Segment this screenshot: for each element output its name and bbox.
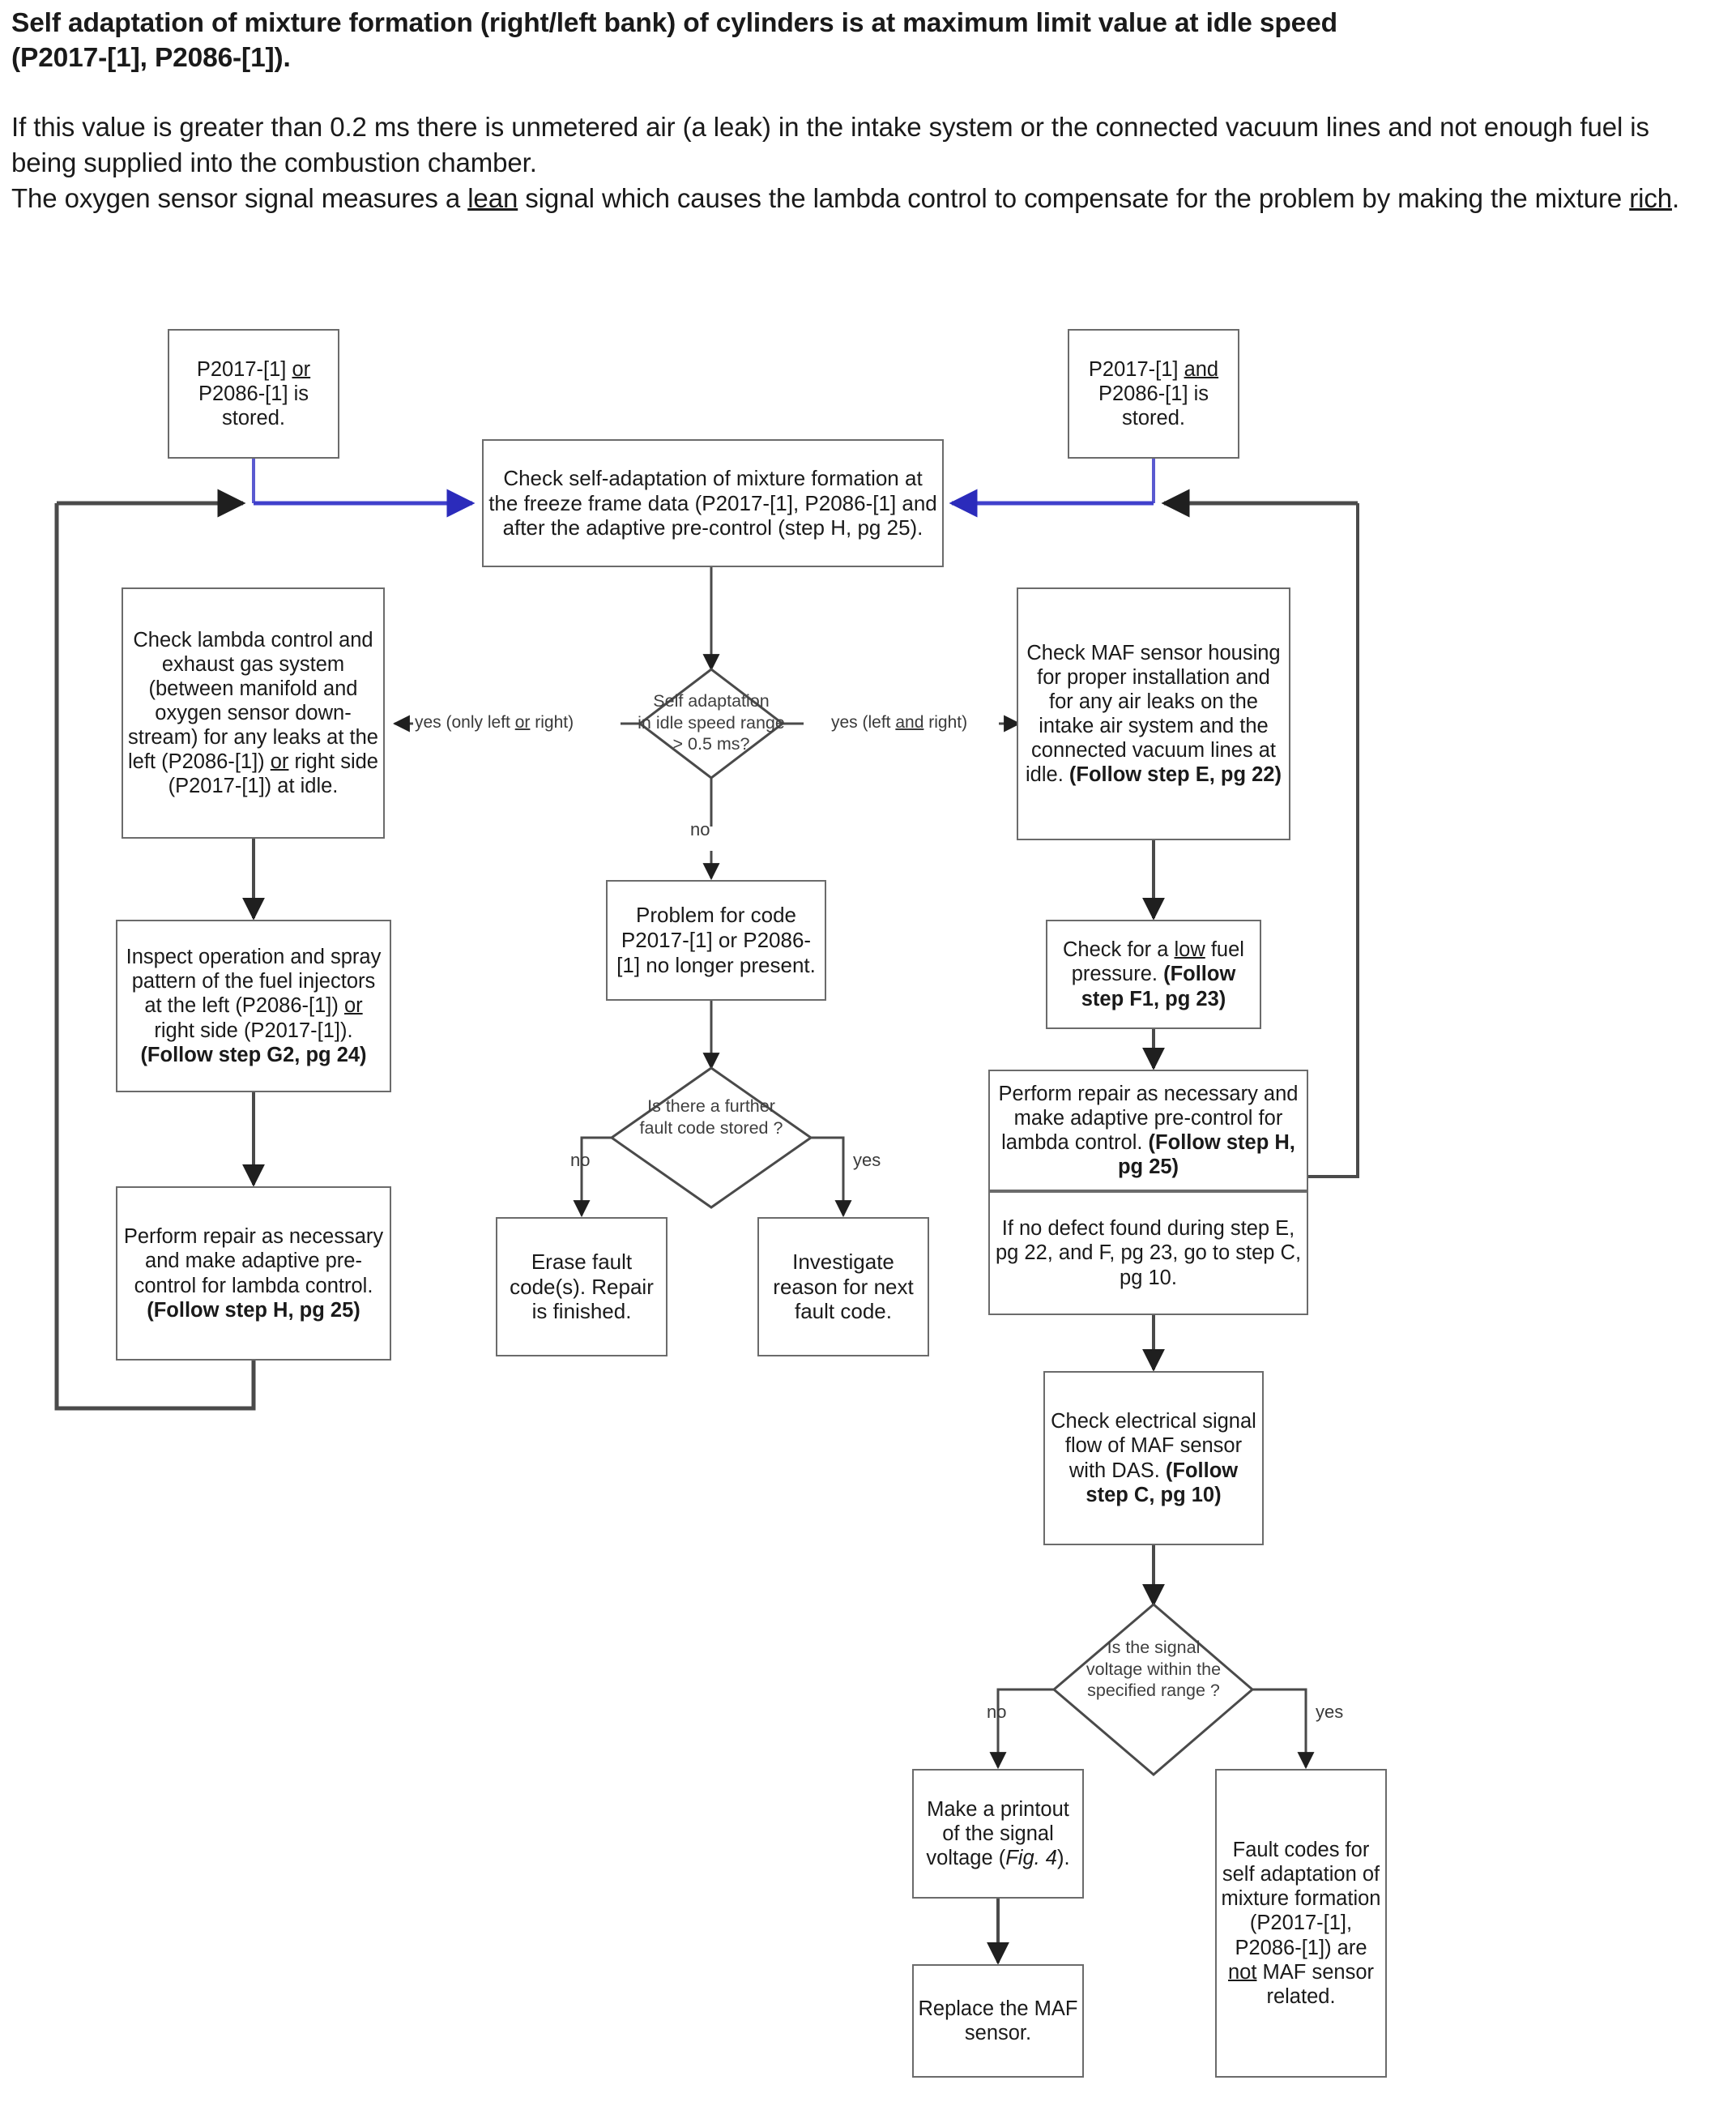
node-perform-repair-left[interactable]: Perform repair as necessary and make ada… — [116, 1186, 391, 1361]
start-right-line3: stored. — [1122, 407, 1185, 430]
node-inspect-injectors[interactable]: Inspect operation and spray pattern of t… — [116, 920, 391, 1092]
node-problem-no-longer-present[interactable]: Problem for code P2017-[1] or P2086-[1] … — [606, 880, 826, 1001]
start-left-line3: stored. — [222, 407, 285, 430]
node-check-fuel-pressure[interactable]: Check for a low fuel pressure. (Follow s… — [1046, 920, 1261, 1029]
node-perform-repair-right[interactable]: Perform repair as necessary and make ada… — [988, 1070, 1308, 1191]
printout-b: ). — [1057, 1847, 1070, 1870]
node-check-electrical-signal[interactable]: Check electrical signal flow of MAF sens… — [1043, 1371, 1264, 1545]
erase-codes-text: Erase fault code(s). Repair is finished. — [510, 1249, 654, 1324]
page-title-line1: Self adaptation of mixture formation (ri… — [11, 8, 1337, 38]
intro-p2-part-b: signal which causes the lambda control t… — [518, 182, 1630, 213]
fuel-pressure-b: fuel pressure. — [1071, 938, 1244, 986]
edge-yes-left-a: yes (only left — [415, 713, 515, 732]
edge-yes-right-a: yes (left — [831, 713, 896, 732]
start-left-line2: P2086-[1] is — [198, 382, 309, 405]
printout-a: Make a printout of the signal voltage ( — [926, 1797, 1069, 1870]
check-electrical-a: Check electrical signal flow of MAF sens… — [1051, 1410, 1256, 1482]
check-electrical-step: (Follow step C, pg 10) — [1086, 1459, 1239, 1506]
decision-main-l2: in idle speed range — [638, 712, 785, 733]
intro-p2-part-c: . — [1671, 182, 1680, 213]
check-maf-a: Check MAF sensor housing for proper inst… — [1026, 641, 1281, 787]
intro-p2-rich: rich — [1629, 182, 1672, 213]
edge-label-yes-left: yes (only left or right) — [415, 713, 574, 733]
inspect-injectors-a: Inspect operation and spray pattern of t… — [126, 946, 382, 1018]
fault-not-maf-not: not — [1228, 1960, 1257, 1984]
problem-gone-text: Problem for code P2017-[1] or P2086-[1] … — [616, 903, 816, 977]
edge-label-yes-further: yes — [853, 1150, 881, 1170]
fault-not-maf-a: Fault codes for self adaptation of mixtu… — [1221, 1839, 1381, 1959]
node-erase-fault-codes[interactable]: Erase fault code(s). Repair is finished. — [496, 1217, 668, 1356]
check-self-adaptation-text: Check self-adaptation of mixture formati… — [488, 465, 937, 540]
repair-right-step: (Follow step H, pg 25) — [1117, 1131, 1295, 1179]
edge-yes-left-or: or — [514, 713, 531, 732]
edge-label-yes-right: yes (left and right) — [831, 713, 967, 733]
node-investigate-next-fault[interactable]: Investigate reason for next fault code. — [757, 1217, 929, 1356]
node-no-defect-note[interactable]: If no defect found during step E, pg 22,… — [988, 1191, 1308, 1315]
page-title-line2: (P2017-[1], P2086-[1]). — [11, 42, 291, 73]
decision-further-l1: Is there a further — [647, 1096, 775, 1116]
decision-voltage-l1: Is the signal — [1107, 1638, 1201, 1657]
edge-label-yes-voltage: yes — [1316, 1702, 1344, 1722]
check-lambda-b: right side (P2017-[1]) at idle. — [168, 750, 378, 798]
check-lambda-a: Check lambda control and exhaust gas sys… — [128, 628, 378, 774]
investigate-text: Investigate reason for next fault code. — [773, 1249, 914, 1324]
edge-label-no-further: no — [570, 1150, 591, 1170]
intro-paragraph-1: If this value is greater than 0.2 ms the… — [11, 112, 1649, 177]
node-make-printout[interactable]: Make a printout of the signal voltage (F… — [912, 1769, 1084, 1899]
start-right-and: and — [1184, 357, 1219, 381]
inspect-injectors-b: right side (P2017-[1]). — [154, 1019, 353, 1042]
decision-further-l2: fault code stored ? — [639, 1117, 783, 1138]
node-fault-codes-not-maf[interactable]: Fault codes for self adaptation of mixtu… — [1215, 1769, 1387, 2078]
replace-maf-text: Replace the MAF sensor. — [918, 1997, 1078, 2044]
node-start-right[interactable]: P2017-[1] and P2086-[1] is stored. — [1068, 329, 1239, 459]
intro-text-block: Self adaptation of mixture formation (ri… — [11, 6, 1721, 216]
intro-paragraph-2: The oxygen sensor signal measures a lean… — [11, 181, 1721, 216]
start-left-line1-a: P2017-[1] — [196, 357, 292, 381]
inspect-injectors-or: or — [343, 994, 363, 1018]
repair-left-step: (Follow step H, pg 25) — [147, 1298, 360, 1322]
start-right-line1-a: P2017-[1] — [1088, 357, 1184, 381]
decision-voltage-l2: voltage within the — [1086, 1659, 1222, 1679]
start-right-line2: P2086-[1] is — [1098, 382, 1209, 405]
fuel-pressure-low: low — [1174, 938, 1205, 962]
node-start-left[interactable]: P2017-[1] or P2086-[1] is stored. — [168, 329, 339, 459]
inspect-injectors-step: (Follow step G2, pg 24) — [140, 1043, 367, 1066]
start-left-or: or — [292, 357, 311, 381]
repair-right-a: Perform repair as necessary and make ada… — [998, 1082, 1299, 1154]
node-check-maf-housing[interactable]: Check MAF sensor housing for proper inst… — [1017, 587, 1290, 840]
check-maf-step: (Follow step E, pg 22) — [1068, 763, 1282, 787]
node-check-self-adaptation[interactable]: Check self-adaptation of mixture formati… — [482, 439, 944, 567]
decision-main-l1: Self adaptation — [653, 691, 770, 711]
fuel-pressure-step: (Follow step F1, pg 23) — [1081, 963, 1236, 1010]
decision-voltage-l3: specified range ? — [1087, 1681, 1220, 1701]
decision-voltage-label: Is the signal voltage within the specifi… — [1064, 1637, 1243, 1702]
decision-further-fault-label: Is there a further fault code stored ? — [622, 1096, 800, 1138]
edge-label-no-main: no — [690, 819, 710, 839]
check-lambda-or: or — [270, 750, 289, 774]
edge-yes-right-and: and — [895, 713, 924, 732]
node-check-lambda-control[interactable]: Check lambda control and exhaust gas sys… — [122, 587, 385, 839]
edge-label-no-voltage: no — [987, 1702, 1007, 1722]
decision-self-adaptation-label: Self adaptation in idle speed range > 0.… — [630, 690, 792, 755]
intro-paragraphs: If this value is greater than 0.2 ms the… — [11, 109, 1721, 216]
fault-not-maf-b: MAF sensor related. — [1256, 1960, 1374, 2008]
edge-yes-left-b: right) — [530, 713, 574, 732]
printout-fig: Fig. 4 — [1005, 1847, 1057, 1870]
intro-p2-part-a: The oxygen sensor signal measures a — [11, 182, 468, 213]
no-defect-note-text: If no defect found during step E, pg 22,… — [995, 1217, 1302, 1289]
node-replace-maf-sensor[interactable]: Replace the MAF sensor. — [912, 1964, 1084, 2078]
repair-left-a: Perform repair as necessary and make ada… — [123, 1225, 384, 1297]
fuel-pressure-a: Check for a — [1063, 938, 1175, 962]
edge-yes-right-b: right) — [923, 713, 968, 732]
intro-p2-lean: lean — [467, 182, 518, 213]
decision-main-l3: > 0.5 ms? — [672, 734, 750, 754]
page-title: Self adaptation of mixture formation (ri… — [11, 6, 1721, 75]
